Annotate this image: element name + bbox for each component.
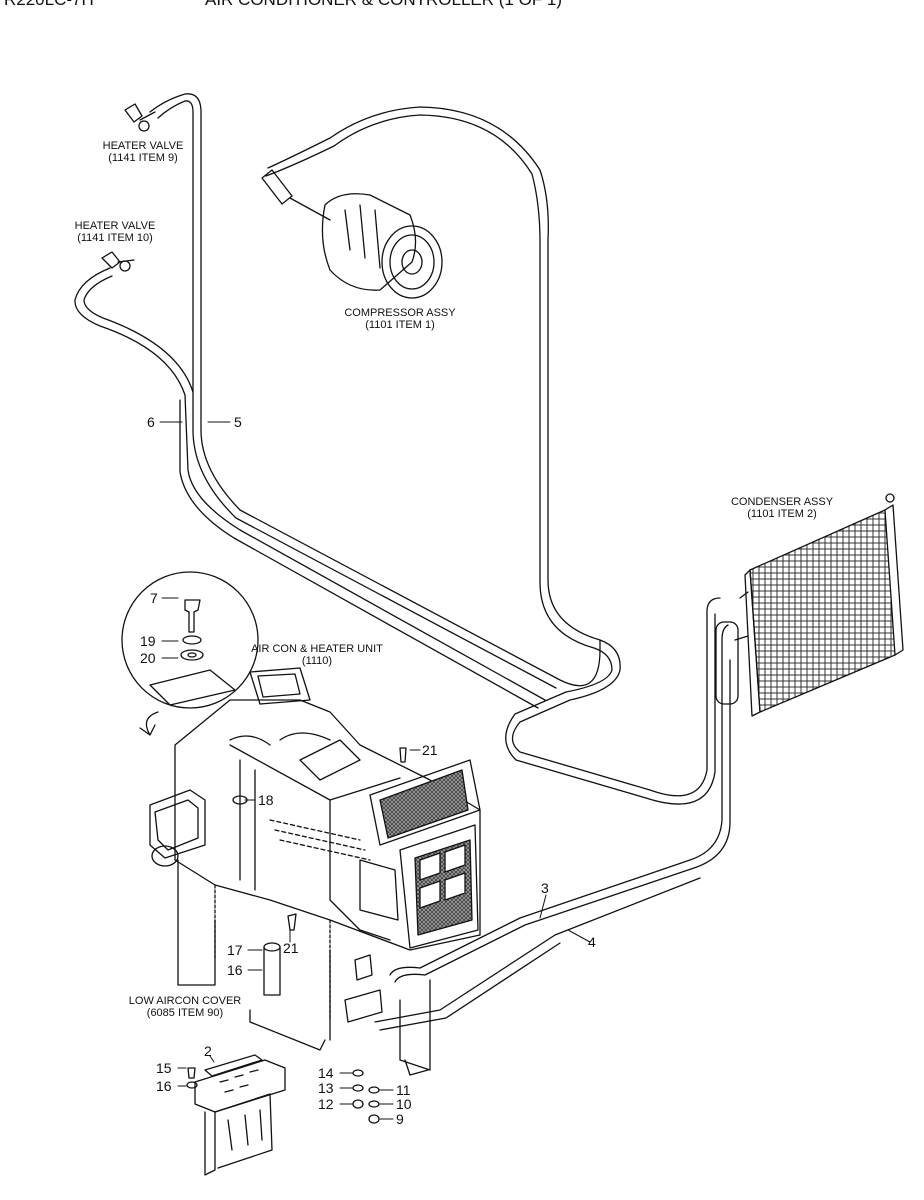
callout-8: 9 [396, 1111, 404, 1127]
callout-21-top: 21 [422, 742, 438, 758]
callout-7: 7 [150, 590, 158, 606]
heater-valve-9 [124, 103, 156, 132]
low-aircon-cover [177, 859, 431, 1076]
label-condenser: CONDENSER ASSY(1101 ITEM 2) [730, 496, 834, 520]
callout-12: 13 [318, 1080, 334, 1096]
callout-5: 5 [234, 414, 242, 430]
label-low-cover: LOW AIRCON COVER(6085 ITEM 90) [128, 995, 242, 1019]
callout-13: 14 [318, 1065, 334, 1081]
callout-19: 19 [140, 633, 156, 649]
heater-valve-10 [101, 251, 135, 272]
label-compressor: COMPRESSOR ASSY(1101 ITEM 1) [344, 307, 456, 331]
control-panel [194, 1054, 286, 1176]
condenser-assy [715, 493, 904, 717]
callout-15: 16 [156, 1078, 172, 1094]
callout-14: 15 [156, 1060, 172, 1076]
hose-5 [149, 93, 601, 689]
callout-21-bottom: 21 [283, 940, 299, 956]
aircon-heater-unit [149, 667, 481, 1021]
model-code: R220LC-7H [4, 0, 94, 10]
callout-18: 18 [258, 792, 274, 808]
callout-10: 11 [396, 1082, 411, 1098]
callout-11: 12 [318, 1096, 334, 1112]
label-heater-valve-10: HEATER VALVE(1141 ITEM 10) [74, 220, 156, 244]
pipe-16-17 [263, 942, 281, 996]
hose-compressor-loop [265, 106, 721, 805]
callout-2: 2 [204, 1043, 212, 1059]
callout-17: 17 [227, 942, 243, 958]
callout-9: 10 [396, 1096, 412, 1112]
diagram-title: AIR CONDITIONER & CONTROLLER (1 OF 1) [205, 0, 562, 10]
label-heater-valve-9: HEATER VALVE(1141 ITEM 9) [102, 140, 184, 164]
compressor-assy [261, 169, 443, 299]
callout-3: 3 [541, 880, 549, 896]
callout-4: 4 [588, 934, 596, 950]
callout-20: 20 [140, 650, 156, 666]
label-aircon-unit: AIR CON & HEATER UNIT(1110) [251, 643, 383, 667]
hose-6 [74, 267, 546, 709]
callout-6: 6 [147, 414, 155, 430]
fasteners [186, 747, 407, 1124]
hose-3-4 [374, 624, 731, 1031]
callout-16: 16 [227, 962, 243, 978]
detail-circle [121, 571, 259, 736]
leader-lines [159, 421, 591, 1120]
